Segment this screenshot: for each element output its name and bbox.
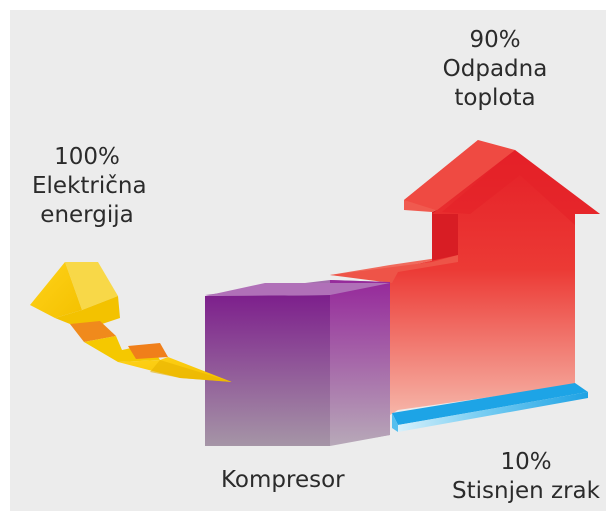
input-line2: energija: [40, 202, 134, 228]
compressor-label: Kompresor: [221, 467, 345, 493]
compressed-air-flow-icon: [392, 383, 588, 432]
compressor-cube-icon: [205, 280, 390, 446]
input-line1: Električna: [32, 173, 147, 199]
compressed-air-percent: 10%: [500, 449, 552, 475]
input-label: 100% Električna energija: [32, 143, 147, 230]
waste-heat-arrow-icon: [330, 140, 600, 415]
waste-heat-percent: 90%: [469, 27, 521, 53]
waste-heat-label: 90% Odpadna toplota: [430, 26, 560, 113]
lightning-bolt-icon: [30, 262, 232, 382]
compressed-air-label: 10% Stisnjen zrak: [446, 448, 606, 506]
waste-heat-line2: toplota: [454, 85, 536, 111]
waste-heat-line1: Odpadna: [442, 56, 548, 82]
input-percent: 100%: [54, 144, 120, 170]
compressed-air-text: Stisnjen zrak: [452, 478, 600, 504]
